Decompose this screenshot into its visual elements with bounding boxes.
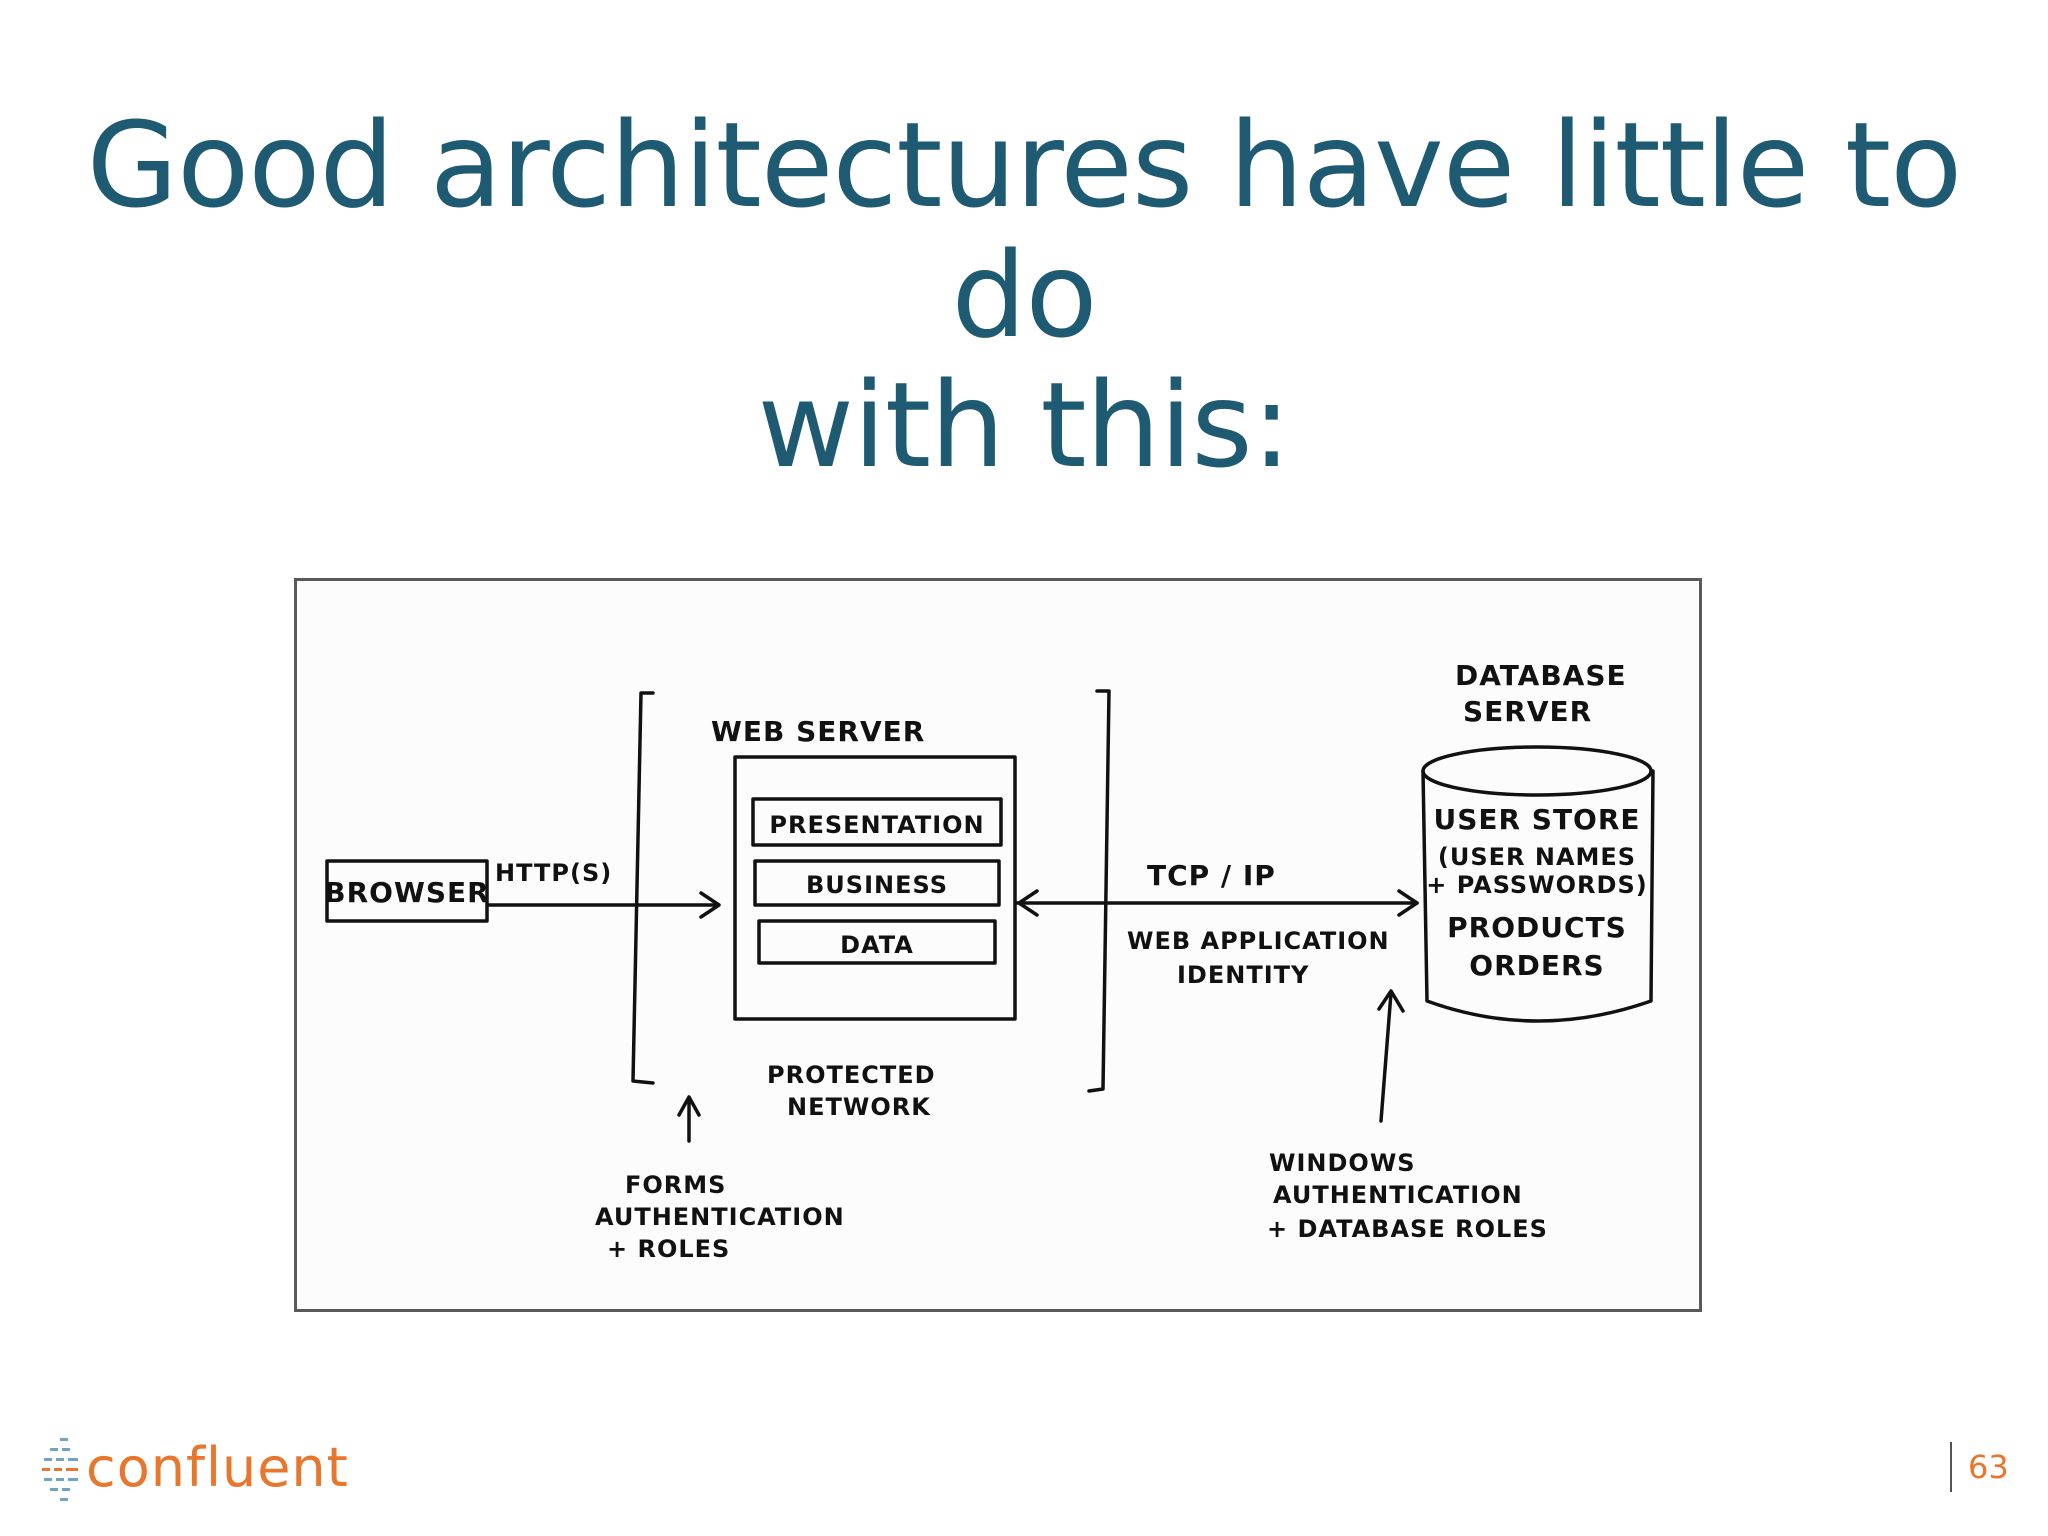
web-server-box: [733, 755, 1017, 1021]
architecture-diagram: BROWSER HTTP(S) WEB SERVER PRESENTATION …: [294, 578, 1702, 1312]
windows-auth-label-3: + DATABASE ROLES: [1267, 1215, 1548, 1243]
confluent-logo-text: confluent: [86, 1436, 349, 1499]
web-server-label: WEB SERVER: [711, 715, 925, 748]
windows-auth-label-2: AUTHENTICATION: [1273, 1181, 1523, 1209]
windows-auth-arrowhead: [1377, 989, 1405, 1013]
forms-auth-label-2: AUTHENTICATION: [595, 1203, 845, 1231]
database-cylinder-body: [1421, 769, 1655, 1023]
browser-label: BROWSER: [324, 876, 489, 909]
slide-title: Good architectures have little to do wit…: [0, 100, 2048, 490]
db-user-names: (USER NAMES: [1438, 843, 1636, 871]
page-number: 63: [1968, 1448, 2009, 1486]
web-app-identity-label-1: WEB APPLICATION: [1127, 927, 1390, 955]
web-app-identity-label-2: IDENTITY: [1177, 961, 1309, 989]
db-passwords: + PASSWORDS): [1426, 871, 1647, 899]
title-line-1: Good architectures have little to do: [86, 96, 1963, 364]
protected-network-label-1: PROTECTED: [767, 1061, 936, 1089]
data-layer-label: DATA: [840, 931, 914, 959]
http-arrowhead: [699, 891, 721, 919]
db-products: PRODUCTS: [1447, 911, 1627, 944]
forms-auth-arrowhead: [677, 1095, 701, 1117]
windows-auth-label-1: WINDOWS: [1269, 1149, 1416, 1177]
protected-network-label-2: NETWORK: [787, 1093, 931, 1121]
windows-auth-arrow-line: [1379, 991, 1393, 1123]
database-server-label-1: DATABASE: [1455, 659, 1627, 692]
http-label: HTTP(S): [495, 859, 612, 887]
database-server-label-2: SERVER: [1463, 695, 1592, 728]
db-user-store: USER STORE: [1433, 803, 1640, 836]
tcp-ip-arrowhead-left: [1017, 889, 1039, 917]
business-layer-box: [753, 859, 1001, 907]
browser-box: [325, 859, 489, 923]
presentation-layer-box: [751, 797, 1003, 847]
forms-auth-label-3: + ROLES: [607, 1235, 730, 1263]
tcp-ip-arrowhead-right: [1397, 889, 1419, 917]
database-cylinder-top: [1421, 745, 1653, 797]
title-line-2: with this:: [757, 356, 1292, 494]
data-layer-box: [757, 919, 997, 965]
diagram-canvas: BROWSER HTTP(S) WEB SERVER PRESENTATION …: [324, 659, 1655, 1263]
db-orders: ORDERS: [1469, 949, 1604, 982]
business-layer-label: BUSINESS: [806, 871, 948, 899]
confluent-logo: confluent: [42, 1432, 402, 1504]
tcp-ip-label: TCP / IP: [1147, 859, 1276, 892]
protected-network-left-bracket: [631, 691, 655, 1085]
page-number-divider: [1950, 1442, 1952, 1492]
confluent-logo-icon: [42, 1438, 78, 1501]
forms-auth-label-1: FORMS: [625, 1171, 726, 1199]
protected-network-right-bracket: [1087, 689, 1111, 1093]
presentation-layer-label: PRESENTATION: [769, 811, 984, 839]
